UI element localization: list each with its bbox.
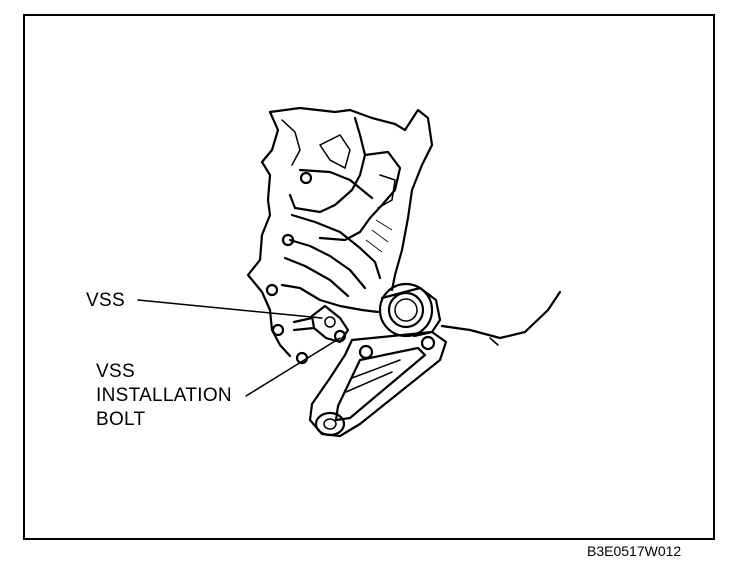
housing-bolt <box>299 171 313 185</box>
housing-bolt <box>265 283 279 297</box>
bolt-label-line-2: INSTALLATION <box>96 385 232 406</box>
figure-frame <box>23 14 715 540</box>
housing-bottom-edge <box>440 290 562 340</box>
housing-outline <box>268 106 434 292</box>
vss-installation-bolt-label: VSS INSTALLATION BOLT <box>96 360 232 432</box>
output-seal-inner <box>387 291 425 329</box>
bolt-label-line-1: VSS <box>96 361 135 382</box>
bracket-bolt <box>420 335 436 351</box>
housing-bolt <box>271 323 285 337</box>
housing-left-edge <box>246 110 292 358</box>
bracket-bushing <box>314 411 346 437</box>
bolt-leader-line <box>245 337 341 397</box>
housing-bolt <box>281 233 295 247</box>
figure-code: B3E0517W012 <box>587 543 682 559</box>
vss-installation-bolt-icon <box>333 329 347 343</box>
bracket-bolt <box>358 344 374 360</box>
output-seal-outer <box>378 282 434 338</box>
vss-label: VSS <box>86 290 125 311</box>
bolt-label-line-3: BOLT <box>96 409 146 430</box>
vss-leader-line <box>137 299 323 319</box>
middle-rib <box>290 213 382 280</box>
vss-sensor <box>310 304 350 344</box>
upper-rib <box>288 116 367 214</box>
